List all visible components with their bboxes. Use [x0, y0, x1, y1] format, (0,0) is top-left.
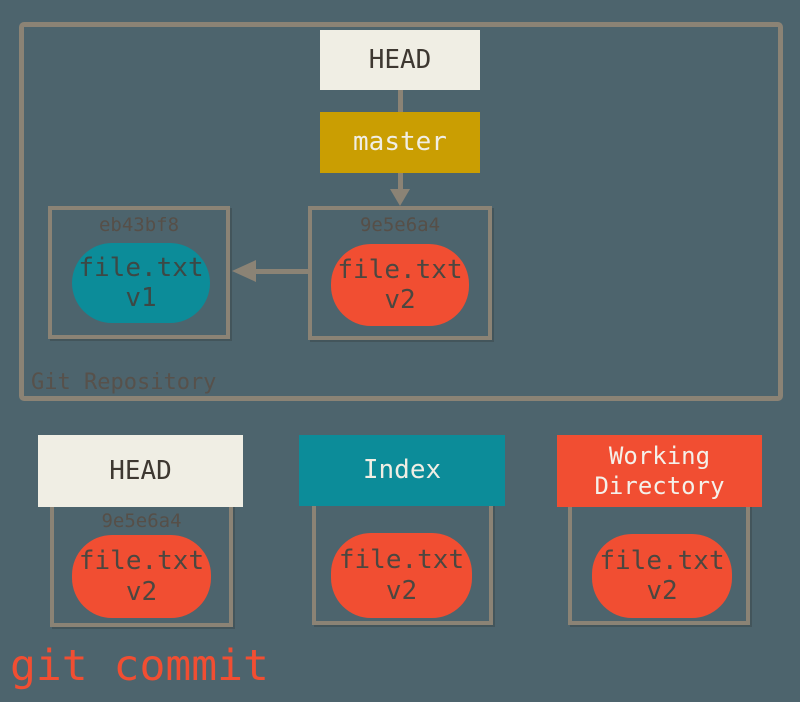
- arrow-master-to-commit-line: [398, 173, 403, 191]
- file-blob-v2: file.txt v2: [331, 244, 469, 326]
- arrow-commit-to-parent-line: [252, 269, 308, 274]
- arrowhead-left-icon: [232, 260, 256, 282]
- working-directory-header: Working Directory: [557, 435, 762, 507]
- file-blob-version: v2: [385, 575, 418, 606]
- file-blob-name: file.txt: [338, 545, 465, 576]
- file-blob-version: v2: [125, 576, 158, 607]
- file-blob-version: v1: [125, 283, 157, 313]
- working-directory-file-blob: file.txt v2: [592, 534, 732, 618]
- file-blob-v1: file.txt v1: [72, 243, 210, 323]
- file-blob-name: file.txt: [337, 254, 463, 285]
- head-area-file-blob: file.txt v2: [72, 535, 211, 618]
- index-area-file-blob: file.txt v2: [331, 533, 472, 618]
- file-blob-name: file.txt: [78, 252, 204, 283]
- commit-hash-label: eb43bf8: [98, 214, 180, 236]
- working-directory-title: Working Directory: [594, 442, 725, 500]
- git-repository-box: [19, 22, 783, 401]
- head-area-header: HEAD: [38, 435, 243, 507]
- arrow-head-to-master-line: [398, 88, 403, 114]
- commit-hash-label: 9e5e6a4: [359, 214, 441, 236]
- master-branch-label: master: [353, 127, 447, 158]
- commit-box-parent: [48, 206, 230, 339]
- git-commit-command-label: git commit: [10, 641, 269, 691]
- head-area-hash-label: 9e5e6a4: [101, 510, 182, 532]
- index-area-header: Index: [299, 435, 505, 506]
- head-ref-label: HEAD: [368, 44, 432, 75]
- file-blob-name: file.txt: [599, 545, 725, 576]
- arrowhead-down-icon: [390, 189, 410, 206]
- master-branch-box: master: [320, 112, 480, 173]
- file-blob-version: v2: [384, 285, 416, 315]
- file-blob-version: v2: [646, 576, 678, 606]
- file-blob-name: file.txt: [78, 546, 205, 577]
- git-repository-label: Git Repository: [31, 370, 217, 395]
- commit-box-new: [308, 206, 492, 340]
- head-area-title: HEAD: [109, 455, 172, 486]
- head-ref-box: HEAD: [320, 30, 480, 90]
- index-area-title: Index: [362, 455, 442, 486]
